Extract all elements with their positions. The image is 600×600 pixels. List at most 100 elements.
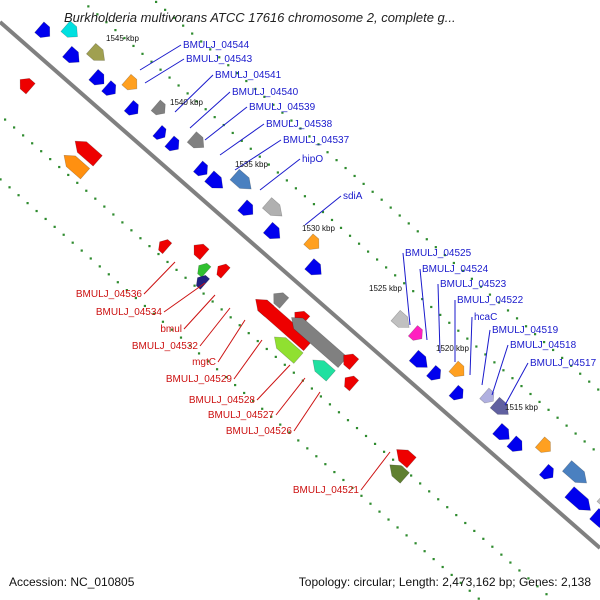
tick-dot bbox=[225, 376, 228, 379]
tick-dot bbox=[376, 258, 379, 261]
tick-dot bbox=[3, 118, 7, 121]
forward-gene-arrow bbox=[589, 507, 600, 528]
tick-dot bbox=[484, 353, 487, 356]
tick-dot bbox=[410, 474, 413, 477]
forward-gene-label: BMULJ_04538 bbox=[266, 119, 333, 130]
forward-gene-arrow bbox=[561, 460, 587, 484]
reverse-gene-label: BMULJ_04532 bbox=[132, 341, 199, 352]
tick-dot bbox=[243, 391, 246, 395]
tick-dot bbox=[434, 246, 437, 249]
tick-dot bbox=[342, 478, 345, 482]
forward-gene-arrow bbox=[492, 422, 510, 441]
tick-dot bbox=[125, 289, 128, 292]
tick-dot bbox=[344, 166, 347, 170]
reverse-gene-label: BMULJ_04529 bbox=[166, 374, 233, 385]
tick-dot bbox=[283, 363, 286, 366]
forward-gene-label: BMULJ_04519 bbox=[492, 325, 559, 336]
tick-dot bbox=[506, 309, 510, 312]
tick-dot bbox=[267, 163, 270, 166]
tick-dot bbox=[500, 553, 503, 556]
tick-dot bbox=[346, 419, 350, 422]
reverse-gene-arrow bbox=[195, 274, 211, 290]
tick-dot bbox=[416, 230, 419, 233]
reverse-gene-label: BMULJ_04536 bbox=[76, 289, 143, 300]
tick-dot bbox=[150, 60, 153, 63]
forward-leader-line bbox=[304, 195, 342, 226]
tick-dot bbox=[238, 324, 241, 327]
tick-dot bbox=[161, 320, 165, 323]
kbp-tick-label: 1525 kbp bbox=[369, 284, 402, 293]
map-title: Burkholderia multivorans ATCC 17616 chro… bbox=[64, 10, 456, 25]
tick-dot bbox=[270, 415, 273, 418]
forward-leader-line bbox=[189, 91, 231, 129]
tick-dot bbox=[215, 368, 219, 371]
reverse-gene-arrow bbox=[396, 449, 417, 469]
tick-dot bbox=[254, 87, 257, 91]
tick-dot bbox=[414, 542, 417, 545]
tick-dot bbox=[303, 195, 307, 198]
tick-dot bbox=[89, 257, 92, 260]
reverse-gene-arrow bbox=[193, 243, 210, 261]
tick-dot bbox=[357, 242, 361, 245]
forward-gene-arrow bbox=[204, 170, 224, 189]
reverse-leader-line bbox=[360, 451, 391, 491]
tick-dot bbox=[188, 344, 192, 347]
tick-dot bbox=[236, 72, 239, 75]
forward-gene-label: BMULJ_04540 bbox=[232, 87, 299, 98]
forward-leader-line bbox=[481, 329, 491, 386]
forward-gene-arrow bbox=[262, 221, 281, 240]
tick-dot bbox=[294, 187, 297, 190]
forward-leader-line bbox=[174, 74, 214, 113]
reverse-leader-line bbox=[143, 261, 176, 295]
tick-dot bbox=[524, 325, 528, 328]
tick-dot bbox=[407, 222, 410, 225]
forward-gene-arrow bbox=[448, 384, 464, 401]
reverse-leader-line bbox=[183, 294, 216, 330]
reverse-gene-arrow bbox=[19, 78, 36, 95]
tick-dot bbox=[373, 442, 377, 445]
tick-dot bbox=[382, 450, 386, 453]
tick-dot bbox=[35, 209, 38, 213]
tick-dot bbox=[116, 281, 119, 284]
reverse-leader-line bbox=[256, 364, 291, 401]
tick-dot bbox=[49, 158, 52, 161]
tick-dot bbox=[592, 448, 595, 451]
forward-gene-label: sdiA bbox=[343, 191, 363, 202]
tick-dot bbox=[491, 545, 494, 548]
tick-dot bbox=[290, 119, 293, 122]
tick-dot bbox=[565, 424, 568, 427]
tick-dot bbox=[141, 52, 144, 55]
forward-gene-arrow bbox=[88, 68, 105, 86]
reverse-gene-label: BMULJ_04526 bbox=[226, 426, 293, 437]
tick-dot bbox=[175, 268, 178, 271]
tick-dot bbox=[464, 521, 467, 525]
forward-gene-arrow bbox=[261, 197, 283, 217]
tick-dot bbox=[477, 597, 480, 600]
reverse-leader-line bbox=[163, 282, 206, 313]
tick-dot bbox=[574, 432, 577, 435]
forward-gene-arrow bbox=[85, 42, 105, 61]
tick-dot bbox=[220, 308, 223, 311]
tick-dot bbox=[179, 336, 183, 339]
forward-gene-arrow bbox=[538, 463, 554, 480]
tick-dot bbox=[366, 250, 370, 253]
tick-dot bbox=[387, 518, 390, 521]
reverse-gene-arrow bbox=[312, 359, 336, 382]
tick-dot bbox=[405, 534, 408, 537]
forward-gene-arrow bbox=[426, 364, 442, 381]
tick-dot bbox=[439, 313, 442, 316]
tick-dot bbox=[330, 218, 334, 222]
kbp-tick-label: 1520 kbp bbox=[436, 344, 469, 353]
tick-dot bbox=[583, 440, 586, 443]
tick-dot bbox=[184, 276, 187, 279]
forward-gene-arrow bbox=[164, 135, 180, 152]
tick-dot bbox=[249, 147, 252, 150]
tick-dot bbox=[511, 377, 514, 380]
forward-leader-line bbox=[219, 123, 265, 156]
tick-dot bbox=[448, 321, 451, 324]
reverse-gene-label: BMULJ_04534 bbox=[96, 307, 163, 318]
tick-dot bbox=[561, 356, 564, 360]
tick-dot bbox=[67, 173, 70, 177]
tick-dot bbox=[545, 593, 548, 596]
tick-dot bbox=[306, 447, 309, 450]
